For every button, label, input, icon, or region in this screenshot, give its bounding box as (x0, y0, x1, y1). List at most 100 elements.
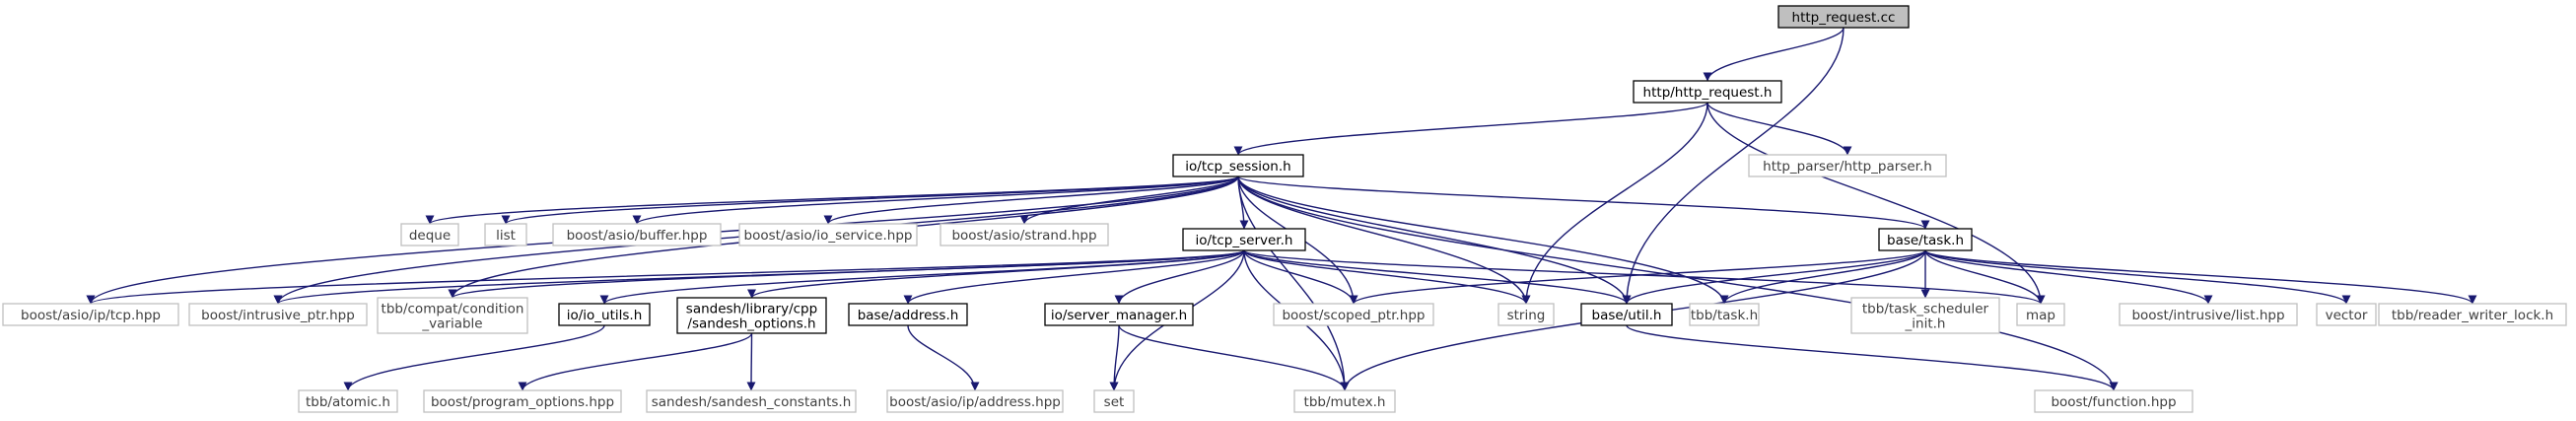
node-tbb-task-sched: tbb/task_scheduler_init.h (1850, 297, 2000, 334)
node-label: set (1104, 394, 1125, 410)
node-tcp-server-h[interactable]: io/tcp_server.h (1182, 228, 1306, 251)
node-deque: deque (400, 223, 459, 246)
node-layer: http_request.cc http/http_request.h io/tcp… (2, 5, 2567, 413)
node-label: io/tcp_server.h (1196, 233, 1293, 248)
edge-http-request-h-to-map (1706, 102, 2046, 305)
node-box (1878, 228, 1973, 251)
node-box (886, 389, 1064, 413)
node-task-h[interactable]: base/task.h (1878, 228, 1973, 251)
node-box (1093, 389, 1135, 413)
node-tcp-session-h[interactable]: io/tcp_session.h (1172, 154, 1304, 177)
node-label: boost/intrusive_ptr.hpp (201, 308, 355, 323)
node-vector: vector (2316, 303, 2377, 326)
node-box (2316, 303, 2377, 326)
node-box (2016, 303, 2065, 326)
node-box (1748, 154, 1947, 177)
edge-tcp-session-h-to-asio-buffer (632, 175, 1239, 225)
node-box (1172, 154, 1304, 177)
node-box (2, 303, 179, 326)
node-label: tbb/mutex.h (1304, 394, 1386, 410)
node-label: io/io_utils.h (567, 308, 643, 323)
edge-util-h-to-boost-function (1626, 324, 2119, 391)
node-label: http/http_request.h (1643, 85, 1773, 101)
node-box (298, 389, 398, 413)
edge-io-utils-h-to-tbb-atomic (343, 324, 605, 391)
edge-tcp-session-h-to-list (501, 175, 1239, 225)
node-label: boost/scoped_ptr.hpp (1282, 308, 1425, 323)
edge-sandesh-options-h-to-program-options (518, 332, 753, 391)
edge-tcp-server-h-to-util-h (1243, 249, 1632, 305)
node-box (1044, 303, 1194, 326)
node-asio-address: boost/asio/ip/address.hpp (886, 389, 1064, 413)
node-list: list (484, 223, 527, 246)
node-box (1689, 303, 1760, 326)
node-tbb-atomic: tbb/atomic.h (298, 389, 398, 413)
edge-task-h-to-util-h (1622, 249, 1926, 305)
node-tbb-rwlock: tbb/reader_writer_lock.h (2378, 303, 2567, 326)
node-http-request-h[interactable]: http/http_request.h (1633, 80, 1782, 104)
node-sandesh-constants: sandesh/sandesh_constants.h (646, 389, 857, 413)
node-label: boost/function.hpp (2051, 394, 2176, 410)
node-util-h[interactable]: base/util.h (1580, 303, 1673, 326)
edge-server-manager-h-to-set (1109, 324, 1120, 391)
node-label: boost/asio/buffer.hpp (567, 228, 708, 244)
node-box (676, 297, 827, 334)
edge-task-h-to-intrusive-list (1924, 249, 2213, 305)
node-label: boost/asio/ip/tcp.hpp (21, 308, 161, 323)
node-scoped-ptr: boost/scoped_ptr.hpp (1273, 303, 1434, 326)
node-box (1273, 303, 1434, 326)
node-label: tbb/reader_writer_lock.h (2392, 308, 2553, 323)
node-io-utils-h[interactable]: io/io_utils.h (558, 303, 651, 326)
edge-task-h-to-tbb-task (1719, 249, 1926, 305)
edge-http-request-h-to-tcp-session-h (1233, 102, 1708, 156)
node-label: list (496, 228, 516, 244)
edge-server-manager-h-to-tbb-mutex (1118, 324, 1350, 391)
node-label: deque (409, 228, 451, 244)
node-label: boost/asio/ip/address.hpp (889, 394, 1061, 410)
node-map: map (2016, 303, 2065, 326)
node-asio-io-service: boost/asio/io_service.hpp (738, 223, 918, 246)
edge-tcp-server-h-to-server-manager-h (1114, 249, 1245, 305)
edge-http-request-h-to-http-parser-h (1706, 102, 1852, 156)
node-label: http_parser/http_parser.h (1763, 159, 1932, 175)
node-root[interactable]: http_request.cc (1777, 5, 1910, 29)
node-box (1777, 5, 1910, 29)
node-box (1182, 228, 1306, 251)
edge-tcp-server-h-to-intrusive-ptr (273, 249, 1245, 305)
node-box (188, 303, 368, 326)
node-box (848, 303, 968, 326)
node-asio-tcp: boost/asio/ip/tcp.hpp (2, 303, 179, 326)
edge-tcp-server-h-to-sandesh-options-h (747, 249, 1245, 299)
node-program-options: boost/program_options.hpp (423, 389, 622, 413)
node-set: set (1093, 389, 1135, 413)
edge-task-h-to-scoped-ptr (1349, 249, 1926, 305)
node-label: vector (2326, 308, 2368, 323)
edge-tcp-server-h-to-map (1243, 249, 2046, 305)
node-intrusive-list: boost/intrusive/list.hpp (2119, 303, 2298, 326)
node-http-parser-h: http_parser/http_parser.h (1748, 154, 1947, 177)
node-label: tbb/compat/condition_variable (382, 302, 524, 332)
node-server-manager-h[interactable]: io/server_manager.h (1044, 303, 1194, 326)
edge-layer (86, 27, 2477, 391)
edge-tcp-server-h-to-scoped-ptr (1243, 249, 1358, 305)
edge-tcp-session-h-to-tbb-mutex (1237, 175, 1350, 391)
node-string: string (1497, 303, 1555, 326)
edge-tcp-session-h-to-boost-function (1237, 175, 2119, 391)
node-tbb-mutex: tbb/mutex.h (1293, 389, 1396, 413)
edge-task-h-to-map (1924, 249, 2046, 305)
edge-tcp-server-h-to-address-h (903, 249, 1245, 305)
node-box (1633, 80, 1782, 104)
node-label: boost/asio/strand.hpp (951, 228, 1096, 244)
node-box (400, 223, 459, 246)
node-address-h[interactable]: base/address.h (848, 303, 968, 326)
edge-tcp-server-h-to-tbb-condvar (448, 249, 1245, 299)
node-label: tbb/atomic.h (306, 394, 390, 410)
edge-tcp-session-h-to-task-h (1237, 175, 1930, 230)
node-intrusive-ptr: boost/intrusive_ptr.hpp (188, 303, 368, 326)
node-label: tbb/task_scheduler_init.h (1862, 302, 1989, 332)
node-asio-buffer: boost/asio/buffer.hpp (552, 223, 722, 246)
edge-tcp-server-h-to-string (1243, 249, 1531, 305)
node-asio-strand: boost/asio/strand.hpp (940, 223, 1109, 246)
edge-sandesh-options-h-to-sandesh-constants (746, 332, 756, 391)
node-sandesh-options-h[interactable]: sandesh/library/cpp/sandesh_options.h (676, 297, 827, 334)
